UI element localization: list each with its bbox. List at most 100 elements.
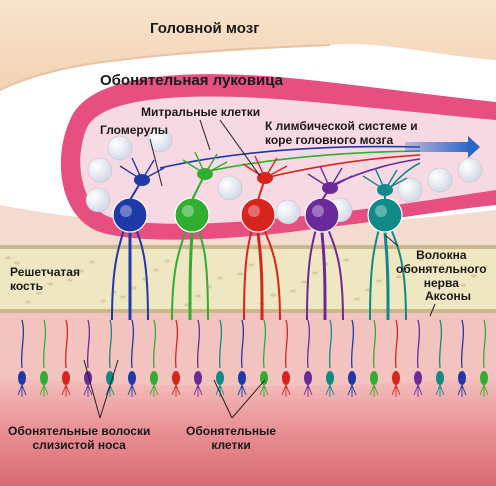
- label-pointers: [83, 119, 436, 419]
- receptor-cilia: [303, 384, 313, 397]
- hairs-label-line-2: слизистой носа: [32, 437, 126, 452]
- nerve-fiber: [111, 228, 125, 321]
- mitral-branches: [242, 155, 288, 179]
- receptor-cell: [392, 371, 400, 385]
- receptor-axon: [460, 319, 465, 369]
- receptor-cell: [172, 371, 180, 385]
- receptor-cilia: [193, 384, 203, 397]
- receptor-cilia: [237, 384, 247, 397]
- nerve-fibers-label: Волокна обонятельного нерва: [396, 248, 487, 290]
- receptor-cilia: [391, 384, 401, 397]
- receptor-cell: [194, 371, 202, 385]
- receptor-cell: [128, 371, 136, 385]
- receptor-cell: [348, 371, 356, 385]
- receptor-cilia: [149, 384, 159, 397]
- receptor-axon: [482, 319, 487, 369]
- nerve-fiber: [188, 230, 194, 320]
- receptor-cilia: [17, 384, 27, 397]
- nerve-fiber: [263, 228, 281, 321]
- bulb-cell: [107, 135, 133, 161]
- bulb-cells: [85, 127, 483, 225]
- receptor-axon: [394, 319, 399, 369]
- receptor-cilia: [435, 384, 445, 397]
- receptor-axon: [196, 319, 201, 369]
- bulb-cell: [275, 199, 301, 225]
- receptor-cilia: [259, 384, 269, 397]
- fibers-label-line-1: Волокна: [416, 248, 467, 262]
- mitral-cell-body: [134, 174, 150, 186]
- axons-label: Аксоны: [425, 289, 472, 303]
- mitral-cell-body: [197, 168, 213, 180]
- receptor-cilia: [479, 384, 489, 397]
- nerve-fiber: [171, 228, 187, 321]
- nerve-fiber: [369, 228, 380, 321]
- receptor-axon: [152, 319, 157, 369]
- receptor-axon: [64, 319, 69, 369]
- receptor-axon: [20, 319, 25, 369]
- nerve-fiber: [327, 228, 344, 321]
- ethmoid-bone: [0, 245, 496, 313]
- receptor-axon: [372, 319, 377, 369]
- fibers-label-line-3: нерва: [423, 275, 459, 290]
- receptor-cell: [326, 371, 334, 385]
- mitral-branches: [119, 157, 165, 181]
- projection-tract: [159, 136, 480, 189]
- receptor-cilia: [61, 384, 71, 397]
- receptor-cilia: [347, 384, 357, 397]
- receptor-axon: [218, 319, 223, 369]
- limbic-label: К лимбической системе и коре головного м…: [265, 119, 418, 148]
- receptor-cell: [282, 371, 290, 385]
- receptor-cell: [150, 371, 158, 385]
- bulb-cell: [147, 127, 173, 153]
- receptor-axon: [174, 319, 179, 369]
- receptor-cell: [414, 371, 422, 385]
- glomerulus: [112, 197, 148, 233]
- receptor-cell: [62, 371, 70, 385]
- olfactory-cells-label: Обонятельные клетки: [186, 424, 276, 453]
- ethmoid-label-line-2: кость: [10, 278, 43, 293]
- receptor-cilia: [215, 384, 225, 397]
- limbic-label-line-2: коре головного мозга: [265, 132, 394, 147]
- receptor-cilia: [413, 384, 423, 397]
- receptor-cilia: [83, 384, 93, 397]
- receptor-cilia: [369, 384, 379, 397]
- receptor-axon: [328, 319, 333, 369]
- receptor-cilia: [127, 384, 137, 397]
- receptor-axon: [416, 319, 421, 369]
- receptor-cell: [304, 371, 312, 385]
- receptor-cell: [216, 371, 224, 385]
- receptor-cell: [238, 371, 246, 385]
- bulb-cell: [397, 177, 423, 203]
- ethmoid-label-line-1: Решетчатая: [10, 265, 80, 279]
- receptor-axon: [438, 319, 443, 369]
- receptor-axon: [240, 319, 245, 369]
- receptor-axon: [42, 319, 47, 369]
- receptor-cilia: [39, 384, 49, 397]
- mitral-cell-body: [257, 172, 273, 184]
- cells-label-line-2: клетки: [211, 437, 251, 452]
- glomerulus: [304, 197, 340, 233]
- receptor-cilia: [457, 384, 467, 397]
- ethmoid-bone-label: Решетчатая кость: [10, 265, 80, 294]
- receptor-cilia: [171, 384, 181, 397]
- brain-label: Головной мозг: [150, 20, 260, 37]
- receptor-cell: [436, 371, 444, 385]
- receptor-cell: [106, 371, 114, 385]
- receptor-axon: [86, 319, 91, 369]
- receptor-cell: [18, 371, 26, 385]
- receptor-cilia: [281, 384, 291, 397]
- bulb-cell: [85, 187, 111, 213]
- receptor-axon: [130, 319, 135, 369]
- receptor-cell: [458, 371, 466, 385]
- mitral-branches: [307, 165, 353, 189]
- receptor-cell: [480, 371, 488, 385]
- nerve-fiber: [320, 230, 327, 320]
- bulb-cell: [427, 167, 453, 193]
- olfactory-bulb-label: Обонятельная луковица: [100, 72, 284, 89]
- receptor-cell: [40, 371, 48, 385]
- bulb-cell: [457, 157, 483, 183]
- nerve-fiber: [256, 230, 264, 320]
- limbic-label-line-1: К лимбической системе и: [265, 119, 418, 133]
